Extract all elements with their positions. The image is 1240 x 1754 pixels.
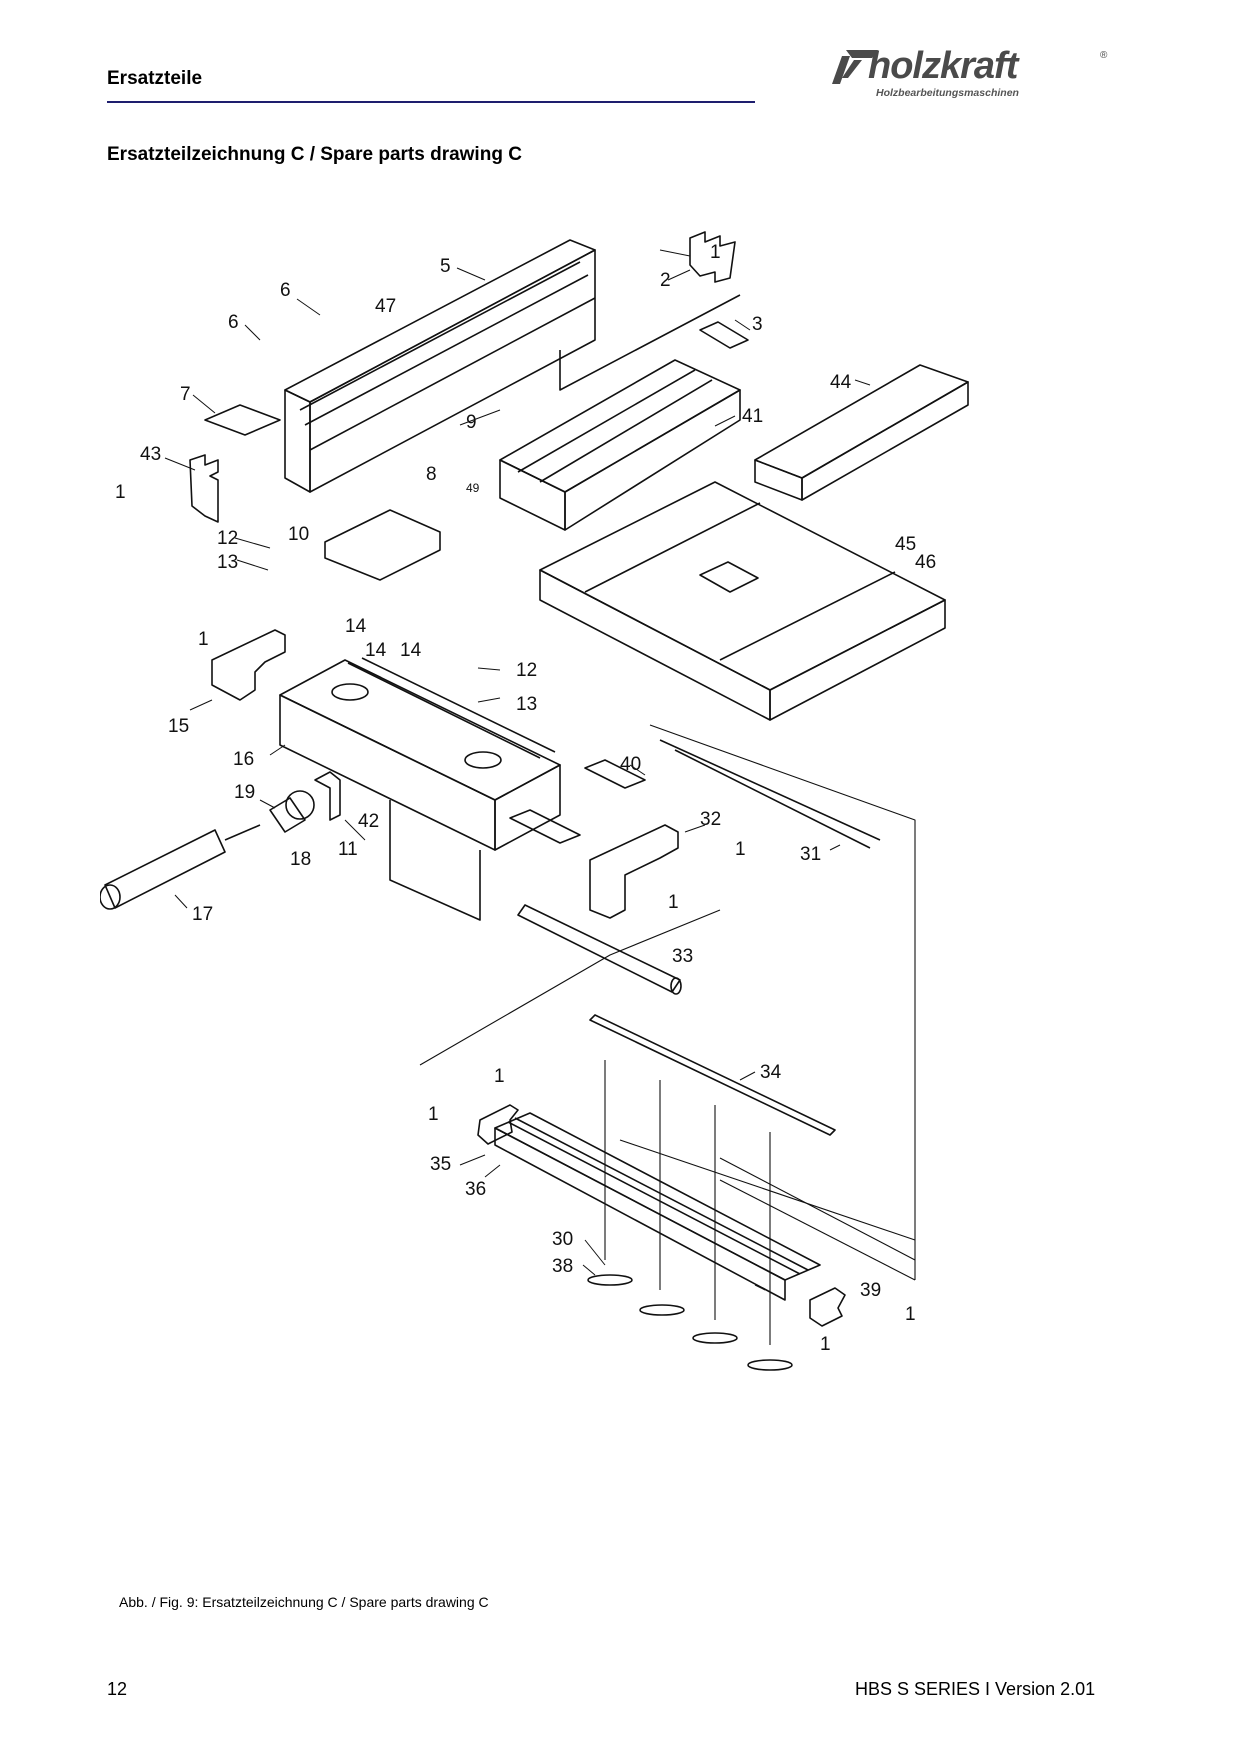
part-label: 5	[440, 256, 451, 277]
figure-caption: Abb. / Fig. 9: Ersatzteilzeichnung C / S…	[119, 1594, 489, 1610]
carriage-part	[279, 657, 561, 921]
part-label: 14	[345, 616, 367, 637]
document-version: HBS S SERIES I Version 2.01	[855, 1679, 1096, 1699]
part-label: 2	[660, 270, 671, 291]
extrusion-part	[499, 359, 741, 531]
part-label: 49	[466, 481, 480, 495]
part-label: 30	[552, 1229, 573, 1250]
part-label: 46	[915, 552, 936, 573]
part-label: 40	[620, 754, 641, 775]
clamp-knob-part	[587, 1274, 793, 1371]
handle-grip-part	[100, 824, 261, 910]
part-label: 1	[198, 629, 209, 650]
header-rule	[107, 101, 755, 103]
fence-profile-part	[284, 239, 741, 493]
part-label: 47	[375, 296, 396, 317]
clamp-plate-part	[204, 404, 281, 436]
slide-strip-part	[509, 809, 581, 844]
part-label: 8	[426, 464, 437, 485]
part-label: 41	[742, 406, 763, 427]
part-label: 1	[905, 1304, 916, 1325]
end-cover-part	[589, 824, 679, 919]
part-label: 38	[552, 1256, 573, 1277]
guide-wire-part	[659, 739, 881, 841]
part-label: 17	[192, 904, 213, 925]
part-label: 1	[428, 1104, 439, 1125]
angle-bracket-part	[314, 771, 341, 821]
mounting-bracket-part	[324, 509, 441, 581]
part-label: 1	[494, 1066, 505, 1087]
sliding-table-part	[539, 481, 946, 721]
page-number: 12	[107, 1679, 128, 1699]
part-label: 39	[860, 1280, 881, 1301]
logo-trademark: ®	[1100, 50, 1108, 61]
part-label: 45	[895, 534, 916, 555]
part-labels: 1 2 3 5 6 6 47 7 43 1 9 41 44 8 49 10 12…	[115, 242, 936, 1355]
end-bracket-part	[809, 1287, 846, 1327]
assembly-lines	[419, 724, 916, 1345]
guide-rod-part	[517, 904, 682, 995]
part-label: 44	[830, 372, 852, 393]
side-plate-part	[189, 454, 219, 523]
fence-rail-part	[494, 1112, 821, 1301]
part-label: 12	[217, 528, 238, 549]
table-extension-part	[754, 364, 969, 501]
part-label: 19	[234, 782, 255, 803]
scale-strip-part	[589, 1014, 836, 1136]
part-label: 15	[168, 716, 189, 737]
end-bracket-part	[477, 1104, 519, 1145]
exploded-parts-drawing: 1 2 3 5 6 6 47 7 43 1 9 41 44 8 49 10 12…	[100, 231, 969, 1371]
part-label: 1	[820, 1334, 831, 1355]
bracket-part	[699, 321, 749, 349]
part-label: 36	[465, 1179, 486, 1200]
part-label: 6	[228, 312, 239, 333]
part-label: 43	[140, 444, 161, 465]
part-label: 12	[516, 660, 537, 681]
part-label: 31	[800, 844, 821, 865]
logo-mark-icon	[832, 50, 878, 84]
part-label: 32	[700, 809, 721, 830]
leader-lines	[164, 249, 871, 1291]
part-label: 9	[466, 412, 477, 433]
logo-wordmark: holzkraft	[868, 45, 1018, 87]
slide-strip-part	[584, 759, 646, 789]
section-heading: Ersatzteile	[107, 68, 203, 89]
part-label: 33	[672, 946, 693, 967]
part-label: 35	[430, 1154, 451, 1175]
part-label: 6	[280, 280, 291, 301]
part-label: 14	[400, 640, 422, 661]
part-label: 13	[217, 552, 238, 573]
page-title: Ersatzteilzeichnung C / Spare parts draw…	[107, 144, 522, 165]
part-label: 1	[735, 839, 746, 860]
part-label: 14	[365, 640, 387, 661]
part-label: 16	[233, 749, 254, 770]
part-label: 1	[668, 892, 679, 913]
end-plate-part	[689, 231, 736, 283]
part-label: 1	[710, 242, 721, 263]
part-label: 18	[290, 849, 311, 870]
part-label: 3	[752, 314, 763, 335]
handle-hub-part	[269, 790, 315, 833]
part-label: 42	[358, 811, 379, 832]
logo-tagline: Holzbearbeitungsmaschinen	[876, 87, 1019, 99]
part-label: 34	[760, 1062, 782, 1083]
cover-plate-part	[211, 629, 286, 701]
part-label: 10	[288, 524, 309, 545]
part-label: 11	[338, 839, 358, 860]
part-label: 7	[180, 384, 191, 405]
part-label: 13	[516, 694, 537, 715]
part-label: 1	[115, 482, 126, 503]
holzkraft-logo: holzkraft ® Holzbearbeitungsmaschinen	[832, 44, 1112, 104]
